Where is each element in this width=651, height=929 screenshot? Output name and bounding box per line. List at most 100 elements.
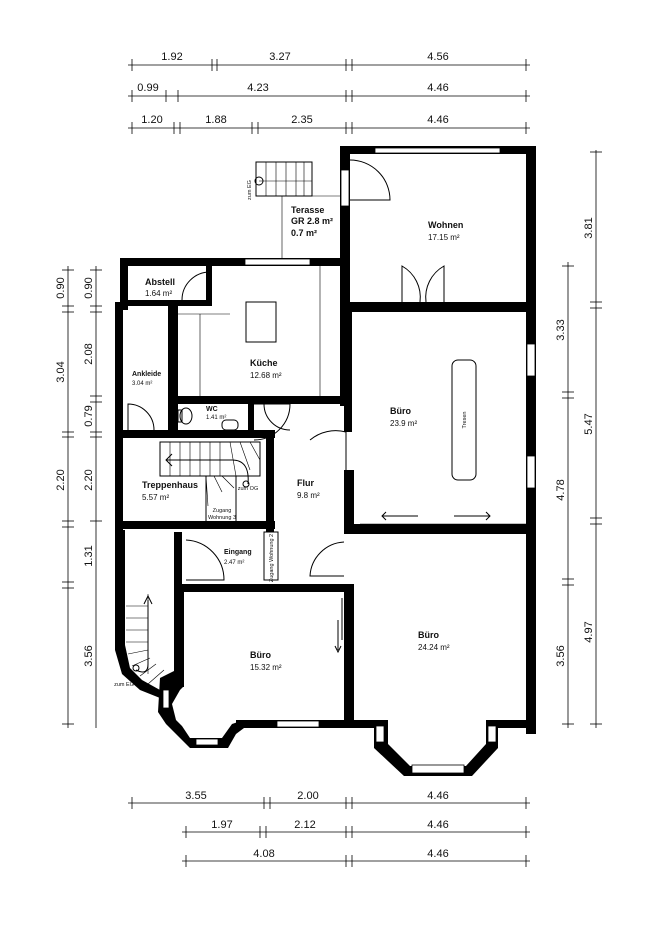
ankleide-door [127,403,155,431]
dim-bot2-b: 2.12 [294,819,315,831]
room-flur-area: 9.8 m² [297,491,320,500]
dim-top3-a: 1.20 [141,114,162,126]
eingang-door-left [185,539,225,581]
flur-door-upper [263,403,291,431]
room-abstell-area: 1.64 m² [145,289,172,298]
dim-left-outer-d: 1.31 [83,545,95,566]
room-terasse-area: 0.7 m² [291,228,317,238]
dim-left-outer-e: 3.56 [83,645,95,666]
dim-bot2-a: 1.97 [211,819,232,831]
right-dimension-chains: 3.33 4.78 3.56 3.81 5.47 4.97 [555,150,602,728]
room-treppenhaus-area: 5.57 m² [142,493,169,502]
room-buero-mid-area: 23.9 m² [390,419,417,428]
room-wohnen: Wohnen 17.15 m² [428,220,463,242]
dim-bot3-a: 4.08 [253,848,274,860]
room-treppenhaus: Treppenhaus 5.57 m² [142,480,198,502]
room-buero-mid: Büro 23.9 m² [390,406,417,428]
room-flur-name: Flur [297,478,314,488]
room-flur: Flur 9.8 m² [297,478,320,500]
dim-right-outer-c: 4.97 [583,621,595,642]
sliding-door-marks [360,511,530,525]
room-wc-name: WC [206,406,218,413]
dim-top2-b: 4.23 [247,82,268,94]
wohnen-double-doors [401,265,445,303]
zugang-w2-label: Zugang Wohnung 2 [269,534,275,582]
dim-top3-b: 1.88 [205,114,226,126]
dim-bot3-b: 4.46 [427,848,448,860]
room-buero-se-name: Büro [418,630,439,640]
zugang-w2-door [263,531,279,581]
stair-exterior-walls [115,580,160,698]
bay-window-sw [158,670,244,748]
dim-top3-d: 4.46 [427,114,448,126]
dim-right-outer-a: 3.81 [583,217,595,238]
room-buero-sw-area: 15.32 m² [250,663,282,672]
terrace-door [349,159,391,201]
room-abstell-name: Abstell [145,277,175,287]
dim-right-inner-c: 3.56 [555,645,567,666]
kitchen-island [245,301,277,343]
dim-left-inner-b: 2.08 [83,343,95,364]
dim-top1-a: 1.92 [161,51,182,63]
bay-window-se [374,720,498,776]
wc-fixtures [177,407,239,431]
room-kueche-area: 12.68 m² [250,371,282,380]
room-buero-se-area: 24.24 m² [418,643,450,652]
dim-bot1-a: 3.55 [185,790,206,802]
spiral-stair-label: zum EG [114,682,134,688]
dim-left-outer-a: 0.90 [55,277,67,298]
room-wohnen-name: Wohnen [428,220,463,230]
buero-se-door [334,598,343,654]
dim-left-inner-c: 0.79 [83,405,95,426]
dim-bot1-c: 4.46 [427,790,448,802]
room-kueche: Küche 12.68 m² [250,358,282,380]
room-wohnen-area: 17.15 m² [428,233,460,242]
spiral-stair [126,594,165,685]
dim-bot1-b: 2.00 [297,790,318,802]
kitchen-counters [178,266,321,396]
room-buero-sw: Büro 15.32 m² [250,650,282,672]
wc-door [253,403,291,441]
dim-left-inner-a: 0.90 [83,277,95,298]
dim-top2-a: 0.99 [137,82,158,94]
dim-top1-b: 3.27 [269,51,290,63]
room-terasse-gr: GR 2.8 m² [291,216,333,226]
dim-left-outer-c: 2.20 [55,469,67,490]
left-dimension-chains: 0.90 3.04 2.20 1.31 3.56 0.90 2.08 0.79 … [55,266,102,728]
room-ankleide: Ankleide 3.04 m² [132,371,161,387]
dim-left-outer-b: 3.04 [55,361,67,382]
terrace-stair-label: zum EG [247,180,253,200]
dim-bot2-c: 4.46 [427,819,448,831]
zugang-w3-label-a: Zugang [213,508,232,514]
dim-top3-c: 2.35 [291,114,312,126]
room-buero-mid-name: Büro [390,406,411,416]
bottom-dimension-chains: 3.55 2.00 4.46 1.97 2.12 4.46 4.08 4.46 [128,790,530,867]
eingang-door-right [309,541,345,577]
dim-top2-c: 4.46 [427,82,448,94]
room-ankleide-area: 3.04 m² [132,381,152,387]
stairwell-stairs [159,441,261,524]
flur-buero-door [309,430,347,470]
room-wc-area: 1.41 m² [206,415,226,421]
zugang-w3-label-b: Wohnung 3 [208,515,236,521]
room-eingang-name: Eingang [224,549,252,556]
room-abstell: Abstell 1.64 m² [145,277,175,298]
room-terasse-name: Terasse [291,205,324,215]
room-terasse: Terasse GR 2.8 m² 0.7 m² [291,205,333,238]
room-eingang: Eingang 2.47 m² [224,549,252,566]
room-treppenhaus-name: Treppenhaus [142,480,198,490]
top-dimension-chains: 1.92 3.27 4.56 0.99 4.23 4.46 1.20 1.88 … [128,51,530,134]
room-eingang-area: 2.47 m² [224,560,244,566]
windows [244,147,536,728]
room-buero-se: Büro 24.24 m² [418,630,450,652]
terrace-stair [254,161,340,258]
room-wc: WC 1.41 m² [206,406,226,421]
room-kueche-name: Küche [250,358,278,368]
room-ankleide-name: Ankleide [132,371,161,378]
dim-right-inner-b: 4.78 [555,479,567,500]
dim-right-inner-a: 3.33 [555,319,567,340]
zum-og-label: zum OG [238,486,258,492]
walls [115,146,536,734]
abstell-door [181,271,211,301]
